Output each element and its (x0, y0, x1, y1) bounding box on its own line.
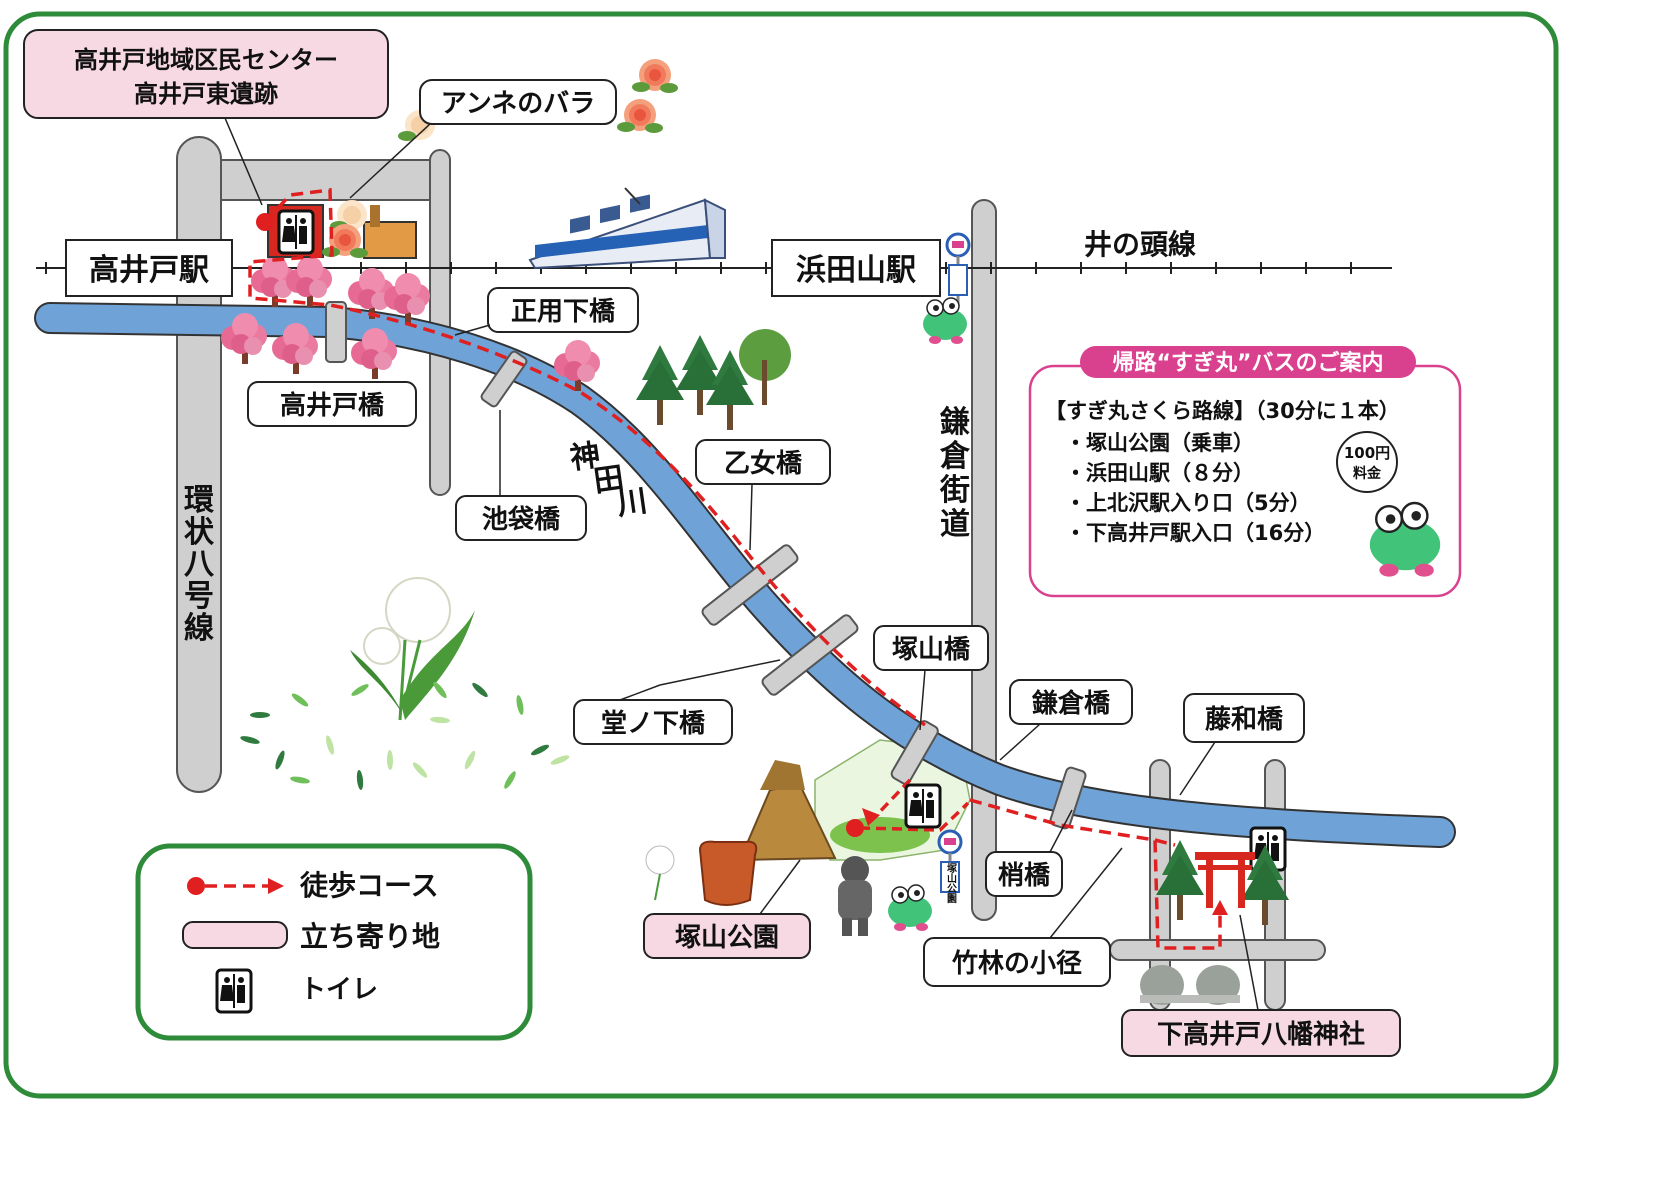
clay-pot-icon (698, 840, 758, 906)
walking-route (248, 188, 1222, 950)
svg-text:塚山橋: 塚山橋 (892, 635, 971, 665)
torii-icon (1156, 840, 1289, 925)
legend-spot-label: 立ち寄り地 (300, 920, 440, 953)
svg-text:池袋橋: 池袋橋 (482, 505, 561, 535)
shrine-arrow (1212, 900, 1228, 915)
svg-text:鎌倉街道: 鎌倉街道 (939, 405, 971, 542)
svg-text:料金: 料金 (1353, 465, 1382, 482)
svg-text:100円: 100円 (1344, 444, 1390, 462)
road-kanjo8 (176, 136, 222, 793)
bridge-label-kamakura: 鎌倉橋 (999, 679, 1133, 761)
legend-walking-icon (187, 877, 284, 895)
svg-text:正用下橋: 正用下橋 (511, 297, 616, 327)
bus-stop-line-2: ・浜田山駅（８分） (1065, 461, 1254, 485)
route-park-point (846, 819, 864, 837)
fare-badge (1336, 431, 1398, 493)
svg-text:竹林の小径: 竹林の小径 (951, 949, 1082, 979)
bridge-label-ikebukuro: 池袋橋 (455, 410, 587, 541)
river-label-kanda: 神田川 (568, 432, 649, 528)
svg-text:高井戸駅: 高井戸駅 (89, 253, 209, 288)
bridge-label-otome: 乙女橋 (695, 439, 831, 551)
bus-stop-icon-hamadayama (945, 232, 971, 307)
svg-text:梢橋: 梢橋 (998, 861, 1051, 891)
dandelion-icon (350, 577, 475, 721)
spot-label-bamboo-path: 竹林の小径 (923, 847, 1123, 987)
spot-label-rose: アンネのバラ (349, 79, 617, 199)
station-label-hamadayama: 浜田山駅 (771, 239, 941, 297)
bridge-label-fujiwa: 藤和橋 (1179, 693, 1305, 796)
bus-stop-line-3: ・上北沢駅入り口（5分） (1065, 491, 1311, 515)
legend-spot-icon (182, 921, 288, 949)
park-toilet-icon (904, 783, 942, 829)
bridge-label-tsukayama: 塚山橋 (873, 625, 989, 731)
bus-info-panel: 帰路“すぎ丸”バスのご案内 【すぎ丸さくら路線】（30分に１本） ・塚山公園（乗… (1028, 346, 1462, 598)
bus-info-route: 【すぎ丸さくら路線】（30分に１本） (1045, 399, 1400, 423)
spot-label-tsukayama-park: 塚山公園 (643, 859, 811, 959)
roads (176, 136, 1326, 1011)
komainu-icon (1140, 965, 1240, 1005)
svg-text:高井戸橋: 高井戸橋 (280, 390, 385, 421)
svg-text:乙女橋: 乙女橋 (724, 448, 803, 479)
rail-line-label: 井の頭線 (1084, 228, 1196, 261)
bus-info-title: 帰路“すぎ丸”バスのご案内 (1113, 350, 1384, 376)
bus-stop-line-4: ・下高井戸駅入口（16分） (1065, 521, 1325, 545)
bridge-label-kozue: 梢橋 (985, 809, 1073, 897)
legend-walking-label: 徒歩コース (299, 869, 439, 902)
bridge-label-takaido: 高井戸橋 (247, 381, 417, 427)
dogu-icon (838, 856, 872, 936)
bridge-label-shoyoshita: 正用下橋 (454, 287, 639, 336)
road-label-kamakura-kaido: 鎌倉街道 (939, 405, 971, 542)
road-takaido-north (220, 159, 447, 201)
road-shrine-south (1109, 939, 1326, 961)
route-arrow-park (870, 778, 912, 822)
thatched-hut-icon (738, 760, 837, 862)
dandelion-small-icon (645, 845, 675, 901)
svg-text:下高井戸八幡神社: 下高井戸八幡神社 (1157, 1019, 1365, 1050)
road-kamakura-kaido (971, 199, 997, 921)
svg-text:藤和橋: 藤和橋 (1205, 705, 1284, 735)
legend-toilet-icon (215, 968, 253, 1014)
community-center-building-icon (267, 204, 417, 259)
bus-sign-text: 塚山公園 (945, 862, 957, 904)
svg-text:鎌倉橋: 鎌倉橋 (1032, 688, 1111, 719)
spot-label-community-center: 高井戸地域区民センター 高井戸東遺跡 (23, 29, 389, 206)
station-label-takaido: 高井戸駅 (65, 239, 233, 297)
road-label-kanjo8: 環状八号線 (184, 483, 215, 646)
svg-text:アンネのバラ: アンネのバラ (441, 89, 595, 119)
forest-trees-icon (636, 329, 791, 430)
route-start-point (256, 213, 274, 231)
train-icon (528, 187, 726, 270)
svg-text:高井戸地域区民センター: 高井戸地域区民センター (74, 46, 338, 74)
svg-text:高井戸東遺跡: 高井戸東遺跡 (134, 80, 278, 108)
bridge-label-donoshita: 堂ノ下橋 (573, 659, 781, 745)
svg-text:環状八号線: 環状八号線 (184, 483, 215, 646)
svg-text:塚山公園: 塚山公園 (675, 923, 779, 953)
legend: 徒歩コース 立ち寄り地 トイレ (135, 843, 533, 1041)
svg-text:神田川: 神田川 (568, 432, 649, 528)
svg-text:浜田山駅: 浜田山駅 (796, 253, 916, 288)
bus-stop-line-1: ・塚山公園（乗車） (1065, 431, 1254, 455)
bridge-marks (325, 301, 1087, 830)
grass-leaves (240, 681, 570, 790)
spot-label-shrine: 下高井戸八幡神社 (1121, 914, 1401, 1057)
svg-text:堂ノ下橋: 堂ノ下橋 (601, 709, 706, 739)
legend-toilet-label: トイレ (300, 975, 378, 1005)
